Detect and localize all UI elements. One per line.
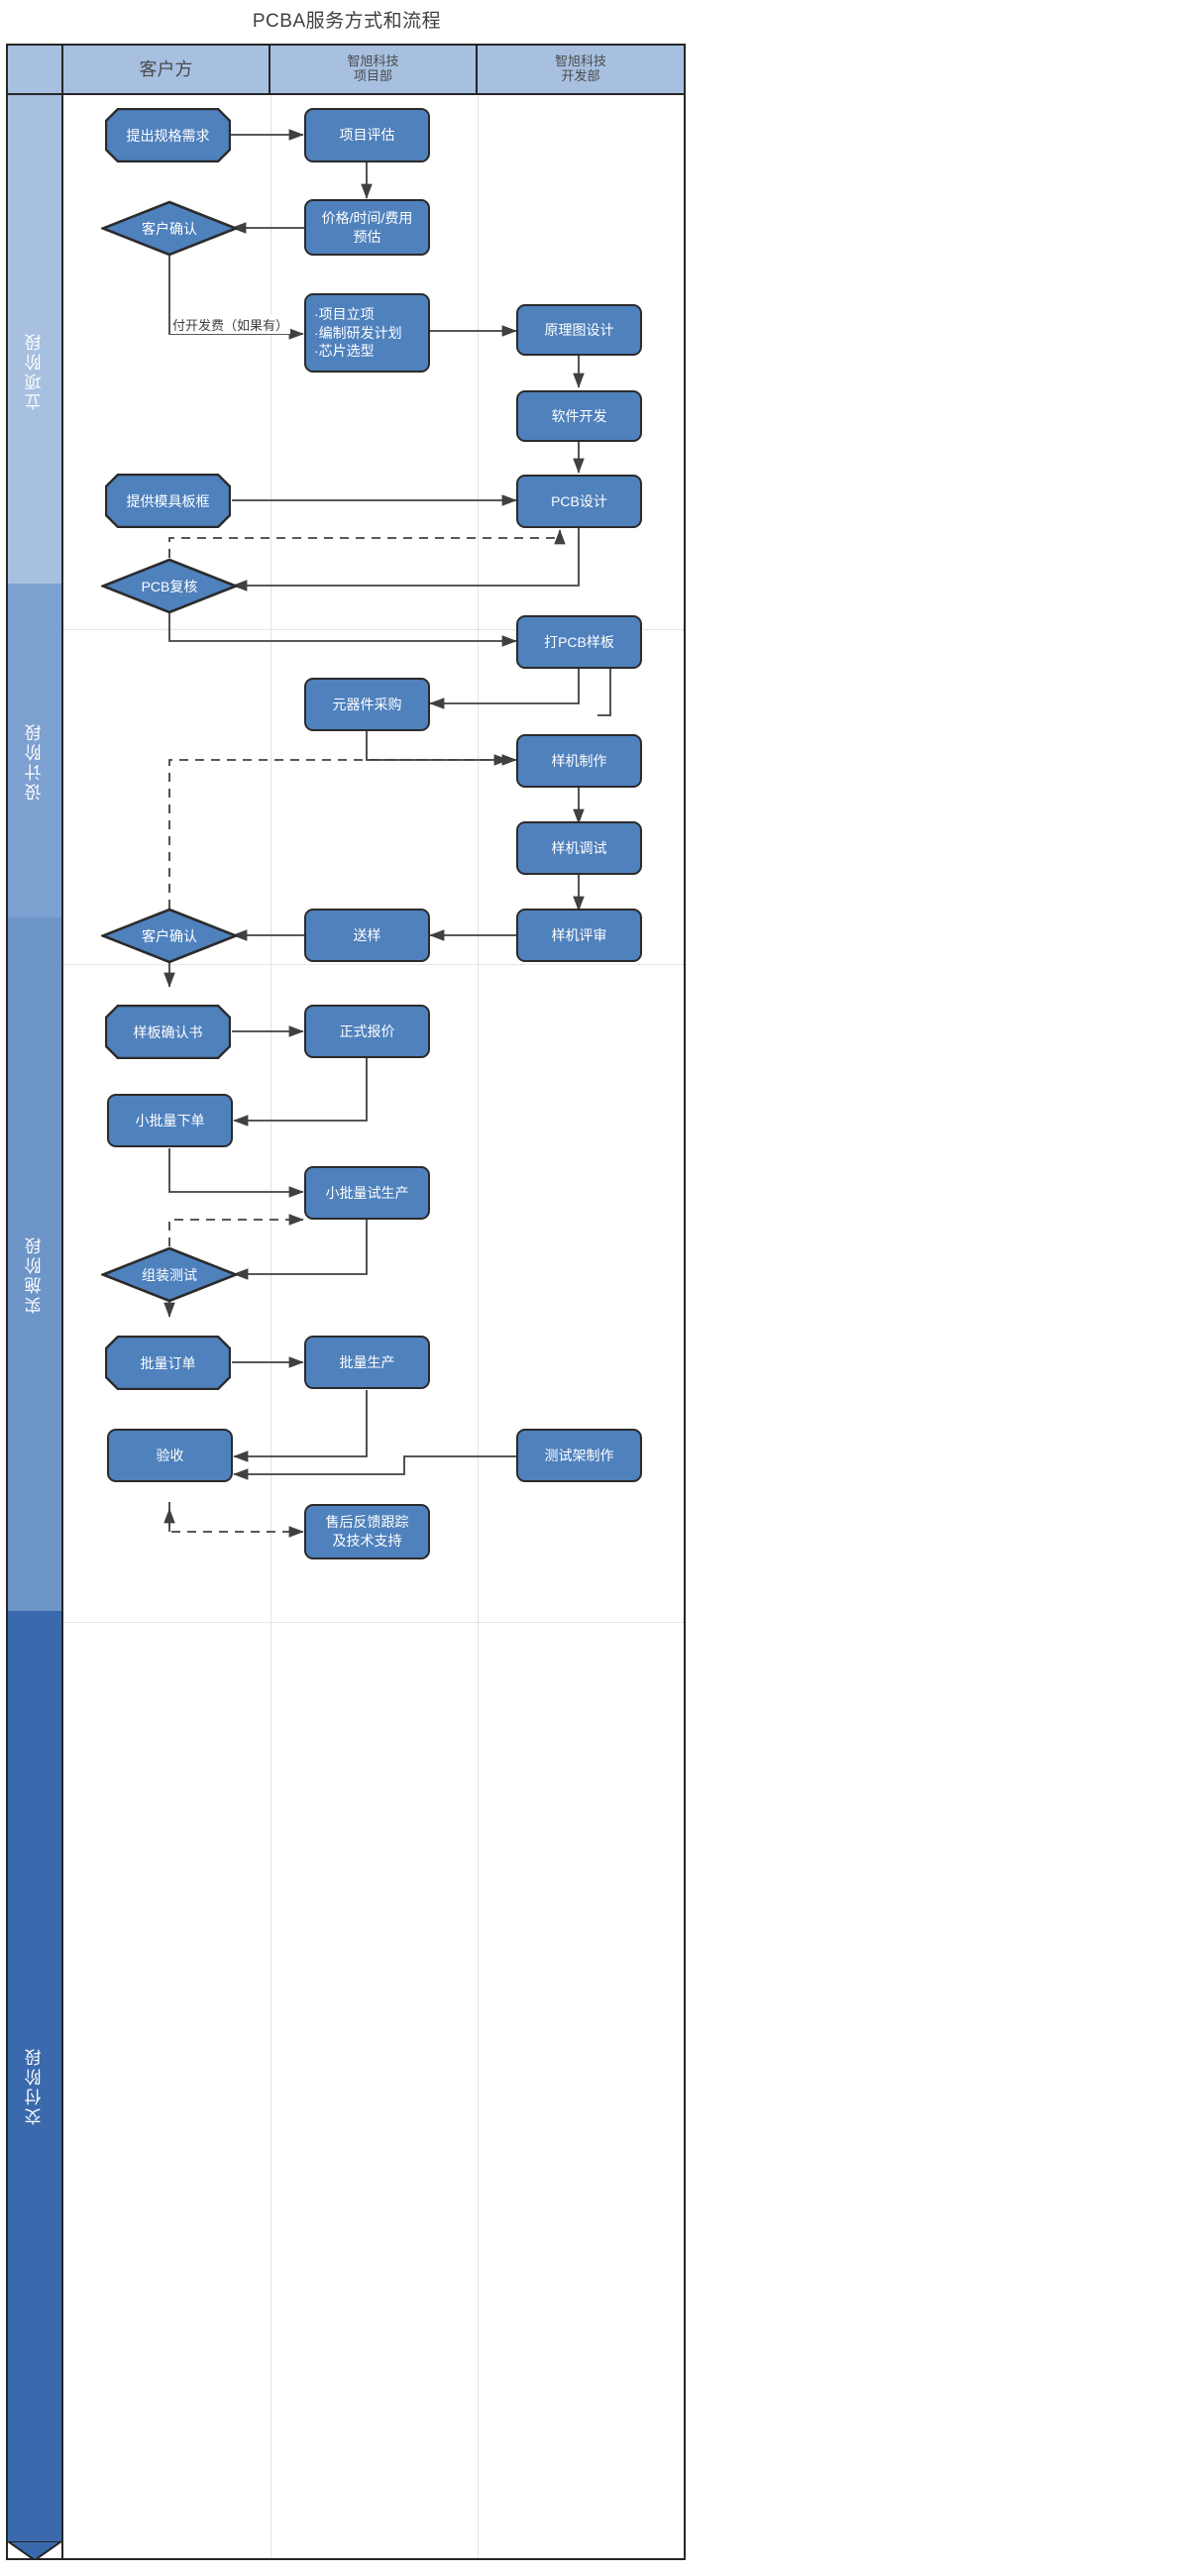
node-spec-request-label: 提出规格需求	[126, 127, 210, 144]
phase-label-design: 设计阶段	[25, 720, 45, 801]
node-send-sample-label: 送样	[353, 926, 381, 943]
node-aftersales-support-line2: 及技术支持	[332, 1533, 402, 1549]
phase-divider-3	[63, 1622, 684, 1623]
header-corner-cell	[8, 46, 63, 95]
phase-label-initiation: 立项阶段	[25, 331, 45, 410]
node-software-dev[interactable]: 软件开发	[516, 390, 642, 442]
node-pcb-design[interactable]: PCB设计	[516, 475, 642, 528]
node-bulk-production-label: 批量生产	[339, 1353, 395, 1370]
node-small-batch-order-label: 小批量下单	[135, 1112, 205, 1128]
node-price-estimate-line2: 预估	[353, 228, 381, 245]
phase-label-implementation: 实施阶段	[25, 1234, 45, 1314]
node-sample-confirm-doc-label: 样板确认书	[133, 1023, 203, 1040]
node-pcb-sample[interactable]: 打PCB样板	[516, 615, 642, 669]
swimlane-frame: 客户方 智旭科技 项目部 智旭科技 开发部 立项阶段	[6, 44, 686, 2560]
lane-header-customer: 客户方	[63, 46, 270, 95]
node-pcb-design-label: PCB设计	[551, 492, 607, 509]
lane-header-project-dept-line1: 智旭科技	[347, 54, 399, 69]
node-schematic-design[interactable]: 原理图设计	[516, 304, 642, 356]
node-assembly-test[interactable]: 组装测试	[101, 1246, 238, 1303]
node-test-fixture-label: 测试架制作	[544, 1447, 614, 1463]
phase-band-initiation: 立项阶段	[8, 95, 63, 646]
node-formal-quote-label: 正式报价	[339, 1022, 395, 1039]
node-customer-confirm-1-label: 客户确认	[142, 220, 197, 237]
node-sample-confirm-doc[interactable]: 样板确认书	[105, 1005, 231, 1059]
node-schematic-design-label: 原理图设计	[544, 321, 614, 338]
phase-band-implementation: 实施阶段	[8, 917, 63, 1631]
lane-header-project-dept: 智旭科技 项目部	[270, 46, 478, 95]
node-acceptance[interactable]: 验收	[107, 1429, 233, 1482]
lane-separator-2	[478, 95, 479, 2558]
node-spec-request[interactable]: 提出规格需求	[105, 108, 231, 162]
phase-divider-2	[63, 964, 684, 965]
node-project-initiation-b3: ·芯片选型	[314, 343, 375, 360]
node-small-batch-order[interactable]: 小批量下单	[107, 1094, 233, 1147]
lane-header-project-dept-line2: 项目部	[353, 68, 392, 83]
phase-band-delivery: 交付阶段	[8, 1611, 63, 2560]
node-aftersales-support[interactable]: 售后反馈跟踪 及技术支持	[304, 1504, 430, 1559]
node-prototype-debug[interactable]: 样机调试	[516, 821, 642, 875]
node-bulk-production[interactable]: 批量生产	[304, 1336, 430, 1389]
node-send-sample[interactable]: 送样	[304, 909, 430, 962]
node-customer-confirm-1[interactable]: 客户确认	[101, 200, 238, 257]
node-component-purchase[interactable]: 元器件采购	[304, 678, 430, 731]
node-formal-quote[interactable]: 正式报价	[304, 1005, 430, 1058]
lane-header-dev-dept: 智旭科技 开发部	[478, 46, 684, 95]
node-assembly-test-label: 组装测试	[142, 1266, 197, 1283]
node-customer-confirm-2[interactable]: 客户确认	[101, 908, 238, 964]
lane-separator-1	[270, 95, 271, 2558]
node-pcb-review[interactable]: PCB复核	[101, 558, 238, 614]
phase-label-delivery: 交付阶段	[25, 2046, 45, 2125]
node-project-initiation-b2: ·编制研发计划	[314, 324, 402, 341]
node-project-eval-label: 项目评估	[339, 127, 395, 144]
lane-header-dev-dept-line2: 开发部	[561, 68, 600, 83]
node-bulk-order[interactable]: 批量订单	[105, 1336, 231, 1390]
node-prototype-review-label: 样机评审	[551, 926, 607, 943]
node-provide-mold-frame[interactable]: 提供模具板框	[105, 474, 231, 528]
node-prototype-debug-label: 样机调试	[551, 839, 607, 856]
node-project-eval[interactable]: 项目评估	[304, 108, 430, 162]
node-customer-confirm-2-label: 客户确认	[142, 927, 197, 944]
node-software-dev-label: 软件开发	[551, 407, 607, 424]
node-project-initiation[interactable]: ·项目立项 ·编制研发计划 ·芯片选型	[304, 293, 430, 373]
lane-header-dev-dept-line1: 智旭科技	[554, 54, 606, 69]
node-price-estimate-line1: 价格/时间/费用	[321, 209, 413, 226]
node-component-purchase-label: 元器件采购	[332, 696, 402, 712]
node-bulk-order-label: 批量订单	[140, 1354, 196, 1371]
node-test-fixture[interactable]: 测试架制作	[516, 1429, 642, 1482]
node-pcb-review-label: PCB复核	[141, 578, 198, 594]
node-small-batch-trial[interactable]: 小批量试生产	[304, 1166, 430, 1220]
node-aftersales-support-line1: 售后反馈跟踪	[325, 1514, 409, 1531]
node-prototype-make[interactable]: 样机制作	[516, 734, 642, 788]
node-small-batch-trial-label: 小批量试生产	[325, 1184, 409, 1201]
node-prototype-make-label: 样机制作	[551, 752, 607, 769]
node-price-estimate[interactable]: 价格/时间/费用 预估	[304, 199, 430, 256]
phase-band-design: 设计阶段	[8, 584, 63, 937]
node-provide-mold-frame-label: 提供模具板框	[126, 492, 210, 509]
page-title: PCBA服务方式和流程	[252, 11, 442, 32]
edge-label-dev-fee: 付开发费（如果有）	[170, 315, 291, 334]
node-pcb-sample-label: 打PCB样板	[544, 633, 614, 650]
node-acceptance-label: 验收	[156, 1447, 184, 1463]
node-prototype-review[interactable]: 样机评审	[516, 909, 642, 962]
node-project-initiation-b1: ·项目立项	[314, 305, 375, 322]
